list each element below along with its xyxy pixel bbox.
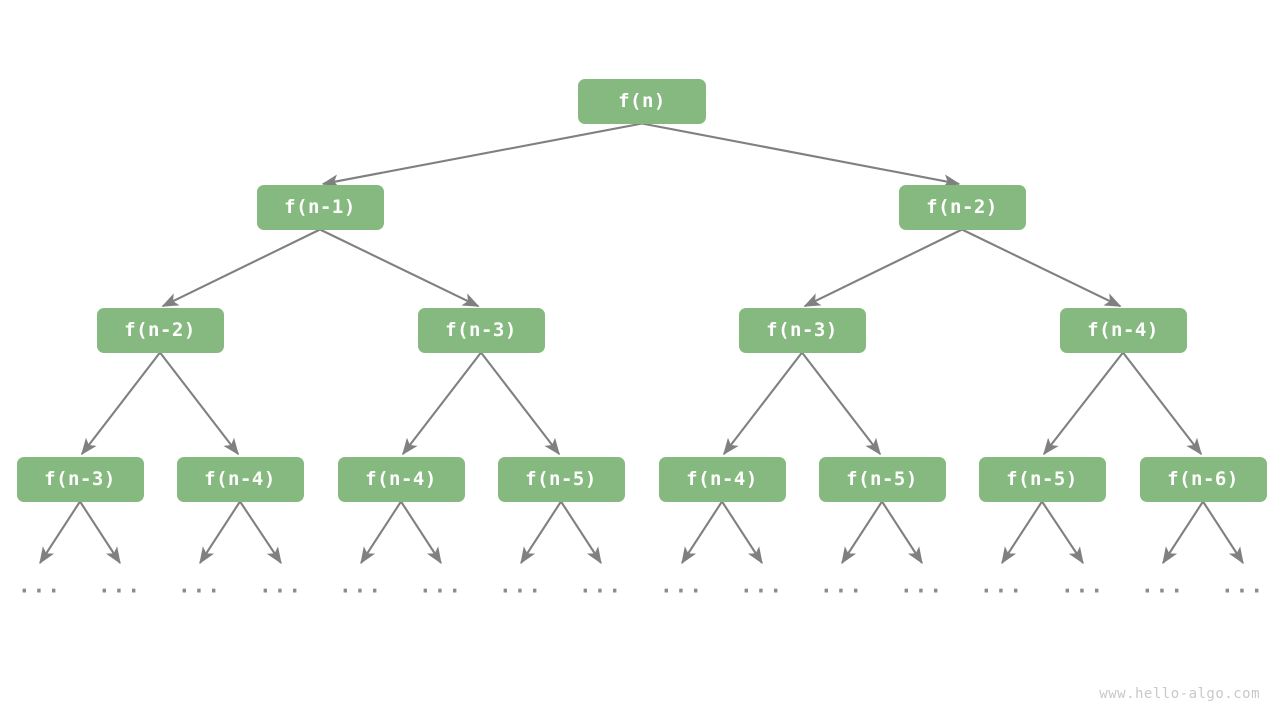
tree-node-n1: f(n-1) xyxy=(256,184,384,230)
ellipsis-marker: ... xyxy=(1141,573,1185,598)
ellipsis-marker: ... xyxy=(178,573,222,598)
tree-edge-n4-n10 xyxy=(480,351,561,456)
tree-edge-n5-n11 xyxy=(722,351,803,456)
tree-edge-n0-n1 xyxy=(321,122,643,188)
ellipsis-marker: ... xyxy=(820,573,864,598)
tree-edge-n3-n8 xyxy=(159,351,240,456)
tree-node-n11: f(n-4) xyxy=(658,456,786,502)
tree-stub-edge-13 xyxy=(1041,500,1084,565)
tree-stub-edge-1 xyxy=(79,500,121,565)
tree-stub-edge-8 xyxy=(681,500,723,565)
tree-stub-edge-11 xyxy=(881,500,923,565)
tree-node-n3: f(n-2) xyxy=(96,307,224,353)
tree-edge-n2-n5 xyxy=(803,228,963,308)
tree-edge-n3-n7 xyxy=(80,351,161,456)
tree-edge-n2-n6 xyxy=(961,228,1122,308)
tree-node-n0: f(n) xyxy=(578,78,706,124)
tree-node-n2: f(n-2) xyxy=(898,184,1026,230)
ellipsis-marker: ... xyxy=(499,573,543,598)
ellipsis-marker: ... xyxy=(1221,573,1265,598)
tree-stub-edge-14 xyxy=(1162,500,1204,565)
tree-node-n4: f(n-3) xyxy=(417,307,545,353)
tree-stub-edge-3 xyxy=(239,500,282,565)
tree-node-n7: f(n-3) xyxy=(16,456,144,502)
tree-stub-edge-15 xyxy=(1202,500,1244,565)
tree-stub-edge-7 xyxy=(560,500,602,565)
ellipsis-marker: ... xyxy=(259,573,303,598)
tree-node-n13: f(n-5) xyxy=(978,456,1106,502)
tree-stub-edge-6 xyxy=(520,500,562,565)
ellipsis-marker: ... xyxy=(18,573,62,598)
tree-edge-n1-n4 xyxy=(319,228,480,308)
tree-edge-n6-n14 xyxy=(1122,351,1203,456)
tree-stub-edge-5 xyxy=(400,500,442,565)
ellipsis-marker: ... xyxy=(339,573,383,598)
tree-edge-n4-n9 xyxy=(401,351,482,456)
tree-node-n10: f(n-5) xyxy=(497,456,625,502)
tree-edge-n6-n13 xyxy=(1043,351,1124,456)
tree-edge-n5-n12 xyxy=(801,351,882,456)
tree-node-n14: f(n-6) xyxy=(1139,456,1267,502)
watermark: www.hello-algo.com xyxy=(1099,686,1260,702)
tree-stub-edge-4 xyxy=(360,500,402,565)
ellipsis-marker: ... xyxy=(1061,573,1105,598)
ellipsis-marker: ... xyxy=(980,573,1024,598)
tree-edge-n0-n2 xyxy=(641,122,961,188)
ellipsis-marker: ... xyxy=(98,573,142,598)
ellipsis-marker: ... xyxy=(740,573,784,598)
tree-node-n9: f(n-4) xyxy=(337,456,465,502)
tree-stub-edge-0 xyxy=(39,500,81,565)
tree-stub-edge-12 xyxy=(1001,500,1043,565)
ellipsis-marker: ... xyxy=(900,573,944,598)
tree-node-n12: f(n-5) xyxy=(818,456,946,502)
tree-node-n5: f(n-3) xyxy=(738,307,866,353)
ellipsis-marker: ... xyxy=(660,573,704,598)
ellipsis-marker: ... xyxy=(419,573,463,598)
tree-node-n6: f(n-4) xyxy=(1059,307,1187,353)
tree-stub-edge-9 xyxy=(721,500,763,565)
tree-node-n8: f(n-4) xyxy=(176,456,304,502)
tree-stub-edge-10 xyxy=(841,500,883,565)
tree-edge-n1-n3 xyxy=(161,228,321,308)
tree-stub-edge-2 xyxy=(199,500,241,565)
ellipsis-marker: ... xyxy=(579,573,623,598)
